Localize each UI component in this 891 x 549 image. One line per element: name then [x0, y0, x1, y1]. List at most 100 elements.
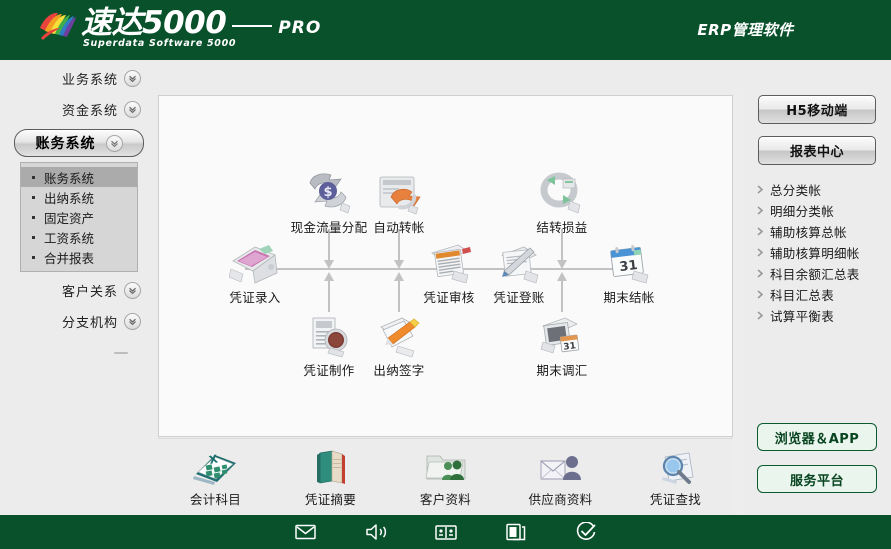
flow-node-cashiersign[interactable]: 出纳签字 [353, 312, 445, 379]
book-icon[interactable] [434, 521, 457, 543]
shortcut-account-subject[interactable]: X 会计科目 [168, 447, 264, 508]
sidebar-item-accounting[interactable]: 账务系统 [14, 129, 144, 157]
flow-node-label: 自动转帐 [373, 220, 425, 235]
submenu-item-payroll[interactable]: 工资系统 [21, 227, 137, 247]
chevron-right-icon [757, 308, 764, 323]
auto-transfer-icon [353, 169, 445, 215]
voucher-audit-icon [403, 239, 495, 285]
workflow-diagram: $ 现金流量分配 [159, 96, 732, 436]
supplier-data-icon [513, 447, 609, 487]
shortcut-list: X 会计科目 [158, 439, 733, 516]
flow-node-voucherentry[interactable]: 凭证录入 [209, 239, 301, 306]
voucher-entry-icon [209, 239, 301, 285]
report-item-account-balance-summary[interactable]: 科目余额汇总表 [757, 263, 891, 284]
service-platform-label: 服务平台 [789, 473, 844, 489]
svg-text:31: 31 [619, 258, 639, 275]
chevron-down-icon [124, 282, 141, 299]
sidebar-item-label: 客户关系 [61, 285, 118, 300]
voucher-search-icon [628, 447, 724, 487]
report-item-aux-subsidiary-ledger[interactable]: 辅助核算明细帐 [757, 242, 891, 263]
bullet-icon [32, 235, 35, 239]
status-bar [0, 515, 891, 549]
flow-arrow-down-cashflow [323, 229, 335, 275]
check-circle-icon[interactable] [575, 521, 597, 543]
copy-icon[interactable] [505, 521, 527, 543]
report-item-label: 总分类帐 [770, 183, 822, 198]
green-button-group: 浏览器＆APP 服务平台 [743, 423, 891, 493]
shortcut-customer-data[interactable]: 客户资料 [398, 447, 494, 508]
submenu-item-fixed-assets[interactable]: 固定资产 [21, 207, 137, 227]
report-center-label: 报表中心 [789, 145, 844, 160]
report-center-button[interactable]: 报表中心 [758, 136, 876, 165]
voucher-post-icon [473, 239, 565, 285]
report-item-account-summary[interactable]: 科目汇总表 [757, 284, 891, 305]
browser-app-button[interactable]: 浏览器＆APP [757, 423, 877, 451]
service-platform-button[interactable]: 服务平台 [757, 465, 877, 493]
report-item-aux-general-ledger[interactable]: 辅助核算总帐 [757, 221, 891, 242]
flow-arrow-down-profitloss [556, 229, 568, 275]
svg-text:X: X [207, 452, 219, 467]
flow-node-periodclose[interactable]: 31 期末结帐 [583, 239, 675, 306]
flow-node-label: 凭证登账 [493, 290, 545, 305]
submenu-item-cashier[interactable]: 出纳系统 [21, 187, 137, 207]
sidebar-item-branches[interactable]: 分支机构 [17, 309, 141, 334]
shortcut-label: 凭证查找 [649, 492, 702, 507]
left-sidebar: 业务系统 资金系统 账务系统 账务系统 出纳系统 [0, 60, 158, 515]
chevron-right-icon [757, 245, 764, 260]
sidebar-item-crm[interactable]: 客户关系 [17, 278, 141, 303]
shortcut-supplier-data[interactable]: 供应商资料 [513, 447, 609, 508]
fx-adjust-icon: 31 [516, 312, 608, 358]
chevron-right-icon [757, 287, 764, 302]
flow-node-label: 凭证制作 [303, 363, 355, 378]
report-item-general-ledger[interactable]: 总分类帐 [757, 179, 891, 200]
brand-edition: PRO [278, 18, 322, 38]
browser-app-label: 浏览器＆APP [774, 431, 860, 447]
mail-icon[interactable] [295, 521, 317, 543]
submenu-item-consolidated-reports[interactable]: 合并报表 [21, 247, 137, 267]
flow-node-cashflow[interactable]: $ 现金流量分配 [283, 169, 375, 236]
customer-data-icon [398, 447, 494, 487]
flow-node-label: 期末调汇 [536, 363, 588, 378]
shortcut-voucher-search[interactable]: 凭证查找 [628, 447, 724, 508]
submenu-item-label: 账务系统 [44, 170, 95, 186]
submenu-item-accounting[interactable]: 账务系统 [21, 167, 137, 187]
report-list: 总分类帐 明细分类帐 辅助核算总帐 辅助核算明细帐 科目余额汇总表 科目汇总表 [757, 179, 891, 326]
sidebar-collapse-handle[interactable] [114, 352, 128, 354]
voucher-make-icon [283, 312, 375, 358]
report-item-label: 科目余额汇总表 [770, 267, 860, 282]
chevron-right-icon [757, 224, 764, 239]
flow-node-voucheraudit[interactable]: 凭证审核 [403, 239, 495, 306]
chevron-down-icon [105, 134, 123, 152]
flow-node-voucherpost[interactable]: 凭证登账 [473, 239, 565, 306]
speaker-icon[interactable] [365, 521, 387, 543]
brand-name: 速达5000 [81, 5, 227, 41]
sidebar-item-funds[interactable]: 资金系统 [17, 97, 141, 122]
flow-node-autotransfer[interactable]: 自动转帐 [353, 169, 445, 236]
report-item-subsidiary-ledger[interactable]: 明细分类帐 [757, 200, 891, 221]
h5-mobile-button[interactable]: H5移动端 [758, 95, 876, 124]
chevron-down-icon [124, 101, 141, 118]
shortcut-toolbar: X 会计科目 [158, 438, 733, 516]
sidebar-item-business[interactable]: 业务系统 [17, 66, 141, 91]
bullet-icon [32, 255, 35, 259]
shortcut-voucher-summary[interactable]: 凭证摘要 [283, 447, 379, 508]
flow-node-vouchermake[interactable]: 凭证制作 [283, 312, 375, 379]
report-item-label: 明细分类帐 [770, 204, 835, 219]
bullet-icon [32, 195, 35, 199]
submenu-item-label: 工资系统 [44, 230, 95, 246]
report-item-label: 科目汇总表 [770, 288, 835, 303]
shortcut-label: 客户资料 [419, 492, 472, 507]
sidebar-item-label: 业务系统 [61, 73, 118, 88]
cashier-sign-icon [353, 312, 445, 358]
report-item-trial-balance[interactable]: 试算平衡表 [757, 305, 891, 326]
bullet-icon [32, 215, 35, 219]
flow-node-fxadjust[interactable]: 31 期末调汇 [516, 312, 608, 379]
flow-node-label: 结转损益 [536, 220, 588, 235]
chevron-right-icon [757, 266, 764, 281]
flow-arrow-up-fxadjust [556, 270, 568, 316]
flow-node-profitloss[interactable]: 结转损益 [516, 169, 608, 236]
